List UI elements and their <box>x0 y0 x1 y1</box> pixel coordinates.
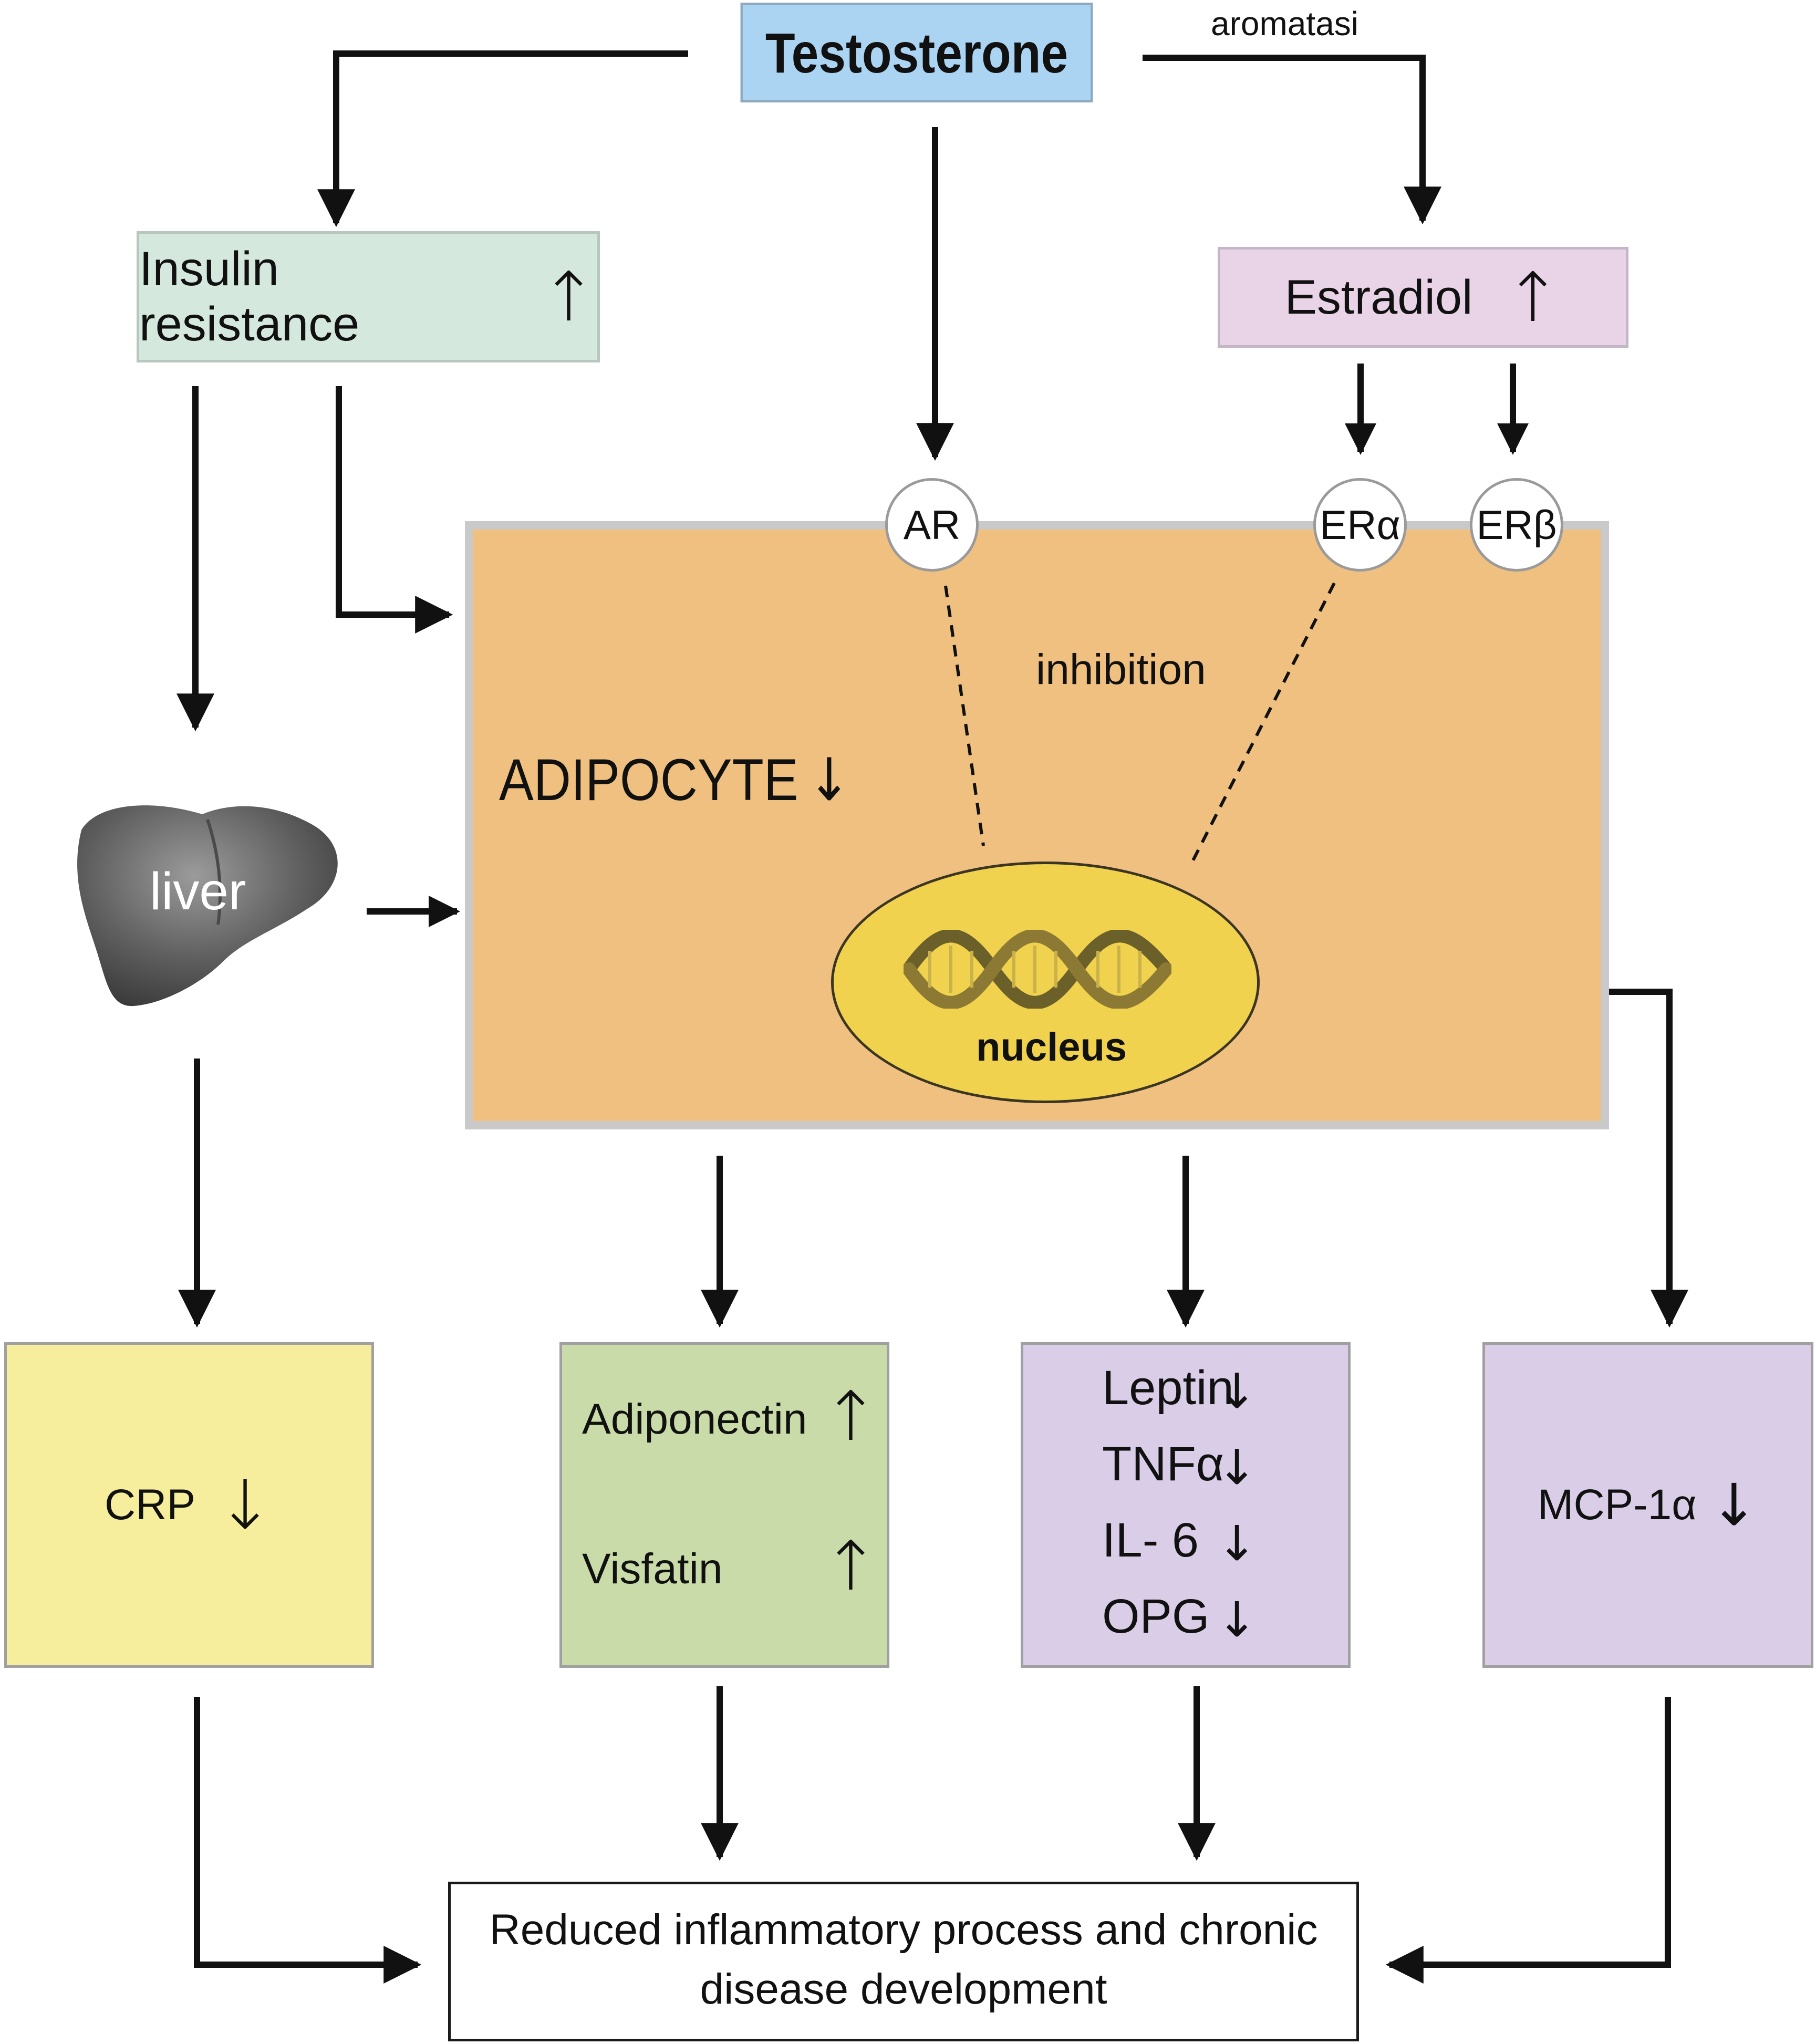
down-arrow-icon: ↓ <box>1217 1439 1258 1496</box>
result-box: Reduced inflammatory process and chronic… <box>448 1882 1359 2041</box>
adipocyte-label: ADIPOCYTE↓ <box>499 746 851 814</box>
down-arrow-icon: ↓ <box>216 1465 274 1545</box>
receptor-ar: AR <box>885 478 979 572</box>
testosterone-label: Testosterone <box>765 20 1068 85</box>
down-arrow-icon: ↓ <box>1217 1516 1258 1572</box>
adiponectin-label: Adiponectin <box>582 1395 807 1443</box>
tnfa-label: TNFα <box>1102 1437 1224 1491</box>
receptor-eralpha: ERα <box>1313 478 1407 572</box>
arrow-mcp-to-result <box>1385 1697 1671 1984</box>
result-line-1: Reduced inflammatory process and chronic <box>489 1906 1318 1954</box>
receptor-ar-label: AR <box>903 501 961 548</box>
arrow-insulin-to-adipocyte <box>336 386 453 634</box>
result-line-2: disease development <box>700 1965 1107 2014</box>
dna-helix-icon <box>904 930 1171 1009</box>
receptor-erbeta: ERβ <box>1470 478 1563 572</box>
nucleus <box>831 862 1260 1103</box>
testosterone-box: Testosterone <box>740 3 1093 102</box>
adiponectin-visfatin-box: Adiponectin ↑ Visfatin ↑ <box>559 1342 889 1668</box>
down-arrow-icon: ↓ <box>1217 1363 1258 1419</box>
estradiol-label: Estradiol <box>1284 270 1473 324</box>
aromatase-label: aromatasi <box>1211 5 1358 43</box>
il6-label: IL- 6 <box>1102 1513 1199 1567</box>
down-arrow-icon: ↓ <box>807 746 851 814</box>
down-arrow-icon: ↓ <box>1217 1592 1258 1648</box>
arrow-testosterone-to-estradiol <box>1143 55 1441 225</box>
estradiol-box: Estradiol ↑ <box>1218 247 1628 348</box>
up-arrow-icon: ↑ <box>822 1376 879 1456</box>
adipocyte-text: ADIPOCYTE <box>499 747 798 813</box>
arrow-testosterone-to-insulin <box>317 50 688 227</box>
liver-label: liver <box>150 862 246 921</box>
up-arrow-icon: ↑ <box>822 1526 879 1606</box>
up-arrow-icon: ↑ <box>540 257 597 337</box>
nucleus-label: nucleus <box>976 1025 1127 1070</box>
opg-label: OPG <box>1102 1590 1210 1643</box>
insulin-resistance-box: Insulin resistance ↑ <box>137 231 600 362</box>
mcp-box: MCP-1α ↓ <box>1482 1342 1813 1668</box>
arrow-crp-to-result <box>194 1697 422 1984</box>
insulin-resistance-label: Insulin resistance <box>139 242 360 351</box>
receptor-erbeta-label: ERβ <box>1476 501 1557 548</box>
receptor-eralpha-label: ERα <box>1320 501 1400 548</box>
cytokine-box: Leptin ↓ TNFα ↓ IL- 6 ↓ OPG ↓ <box>1021 1342 1351 1668</box>
liver-icon <box>77 805 338 1007</box>
up-arrow-icon: ↑ <box>1504 257 1562 337</box>
crp-label: CRP <box>104 1481 196 1529</box>
leptin-label: Leptin <box>1102 1361 1234 1415</box>
down-arrow-icon: ↓ <box>1709 1471 1758 1539</box>
inhibition-label: inhibition <box>1036 646 1206 693</box>
crp-box: CRP ↓ <box>4 1342 374 1668</box>
visfatin-label: Visfatin <box>582 1545 723 1593</box>
mcp-label: MCP-1α <box>1538 1481 1697 1529</box>
